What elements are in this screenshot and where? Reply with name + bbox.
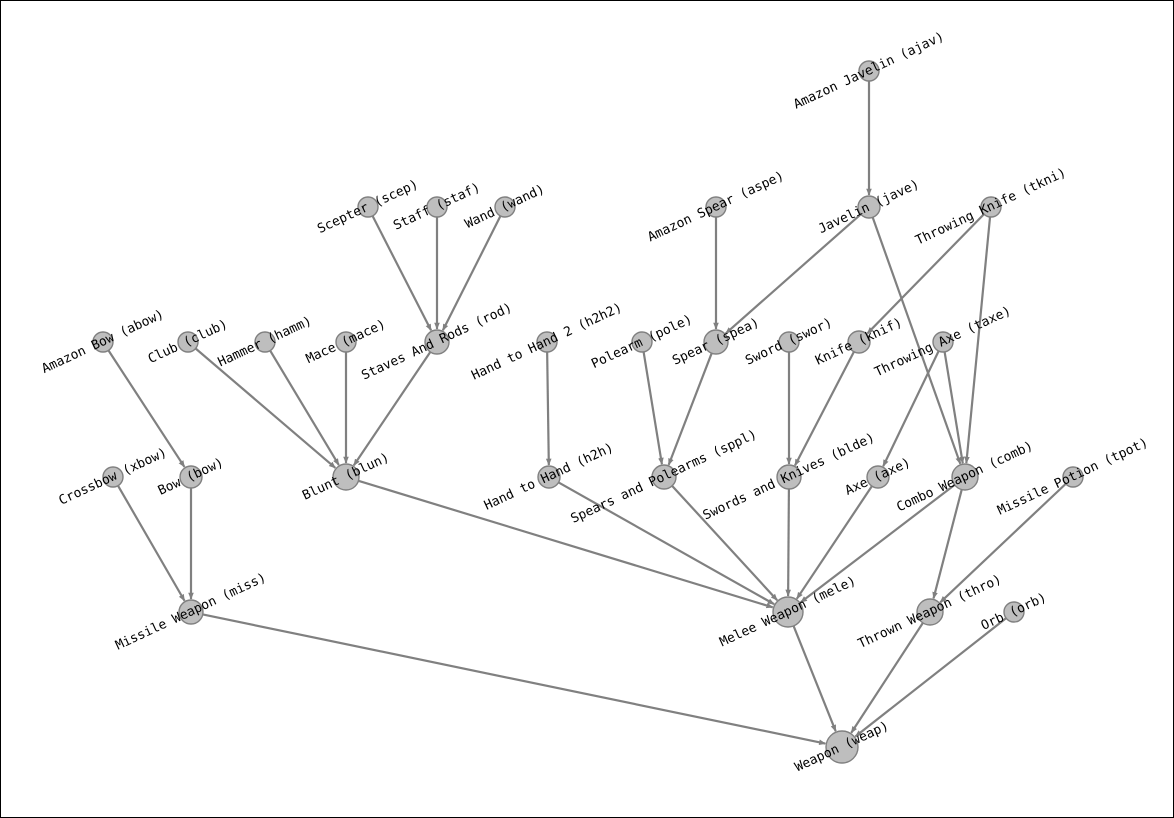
edge-pole-to-sppl bbox=[642, 351, 664, 465]
edge-wand-to-rod bbox=[441, 215, 502, 332]
node-spea bbox=[703, 329, 729, 355]
node-label-weap: Weapon (weap) bbox=[793, 719, 892, 776]
node-ajav bbox=[858, 60, 880, 82]
node-bow bbox=[179, 465, 203, 489]
node-label-abow: Amazon Bow (abow) bbox=[40, 307, 167, 377]
node-comb bbox=[951, 463, 979, 491]
node-rod bbox=[424, 329, 450, 355]
node-mace bbox=[335, 331, 357, 353]
node-taxe bbox=[932, 331, 954, 353]
edge-thro-to-weap bbox=[850, 622, 924, 734]
edge-scep-to-rod bbox=[371, 215, 433, 332]
node-staf bbox=[426, 196, 448, 218]
edge-taxe-to-axe bbox=[882, 350, 940, 467]
edge-xbow-to-miss bbox=[117, 485, 186, 602]
edge-comb-to-mele bbox=[800, 484, 956, 604]
node-aspe bbox=[705, 196, 727, 218]
edge-knif-to-blde bbox=[794, 351, 855, 467]
node-blun bbox=[332, 463, 360, 491]
edge-h2h-to-mele bbox=[558, 481, 775, 606]
edge-tkni-to-knif bbox=[866, 213, 985, 335]
node-label-taxe: Throwing Axe (taxe) bbox=[872, 304, 1013, 380]
node-label-axe: Axe (axe) bbox=[843, 455, 913, 498]
edge-sppl-to-mele bbox=[671, 485, 778, 601]
node-h2h bbox=[537, 465, 561, 489]
nodes-layer bbox=[92, 60, 1084, 764]
edge-orb-to-weap bbox=[854, 617, 1007, 738]
node-label-orb: Orb (orb) bbox=[979, 590, 1049, 633]
node-label-hamm: Hammer (hamm) bbox=[216, 314, 315, 371]
edge-h2h2-to-h2h bbox=[545, 351, 552, 466]
edge-blde-to-mele bbox=[785, 488, 791, 597]
node-mele bbox=[772, 596, 804, 628]
node-blde bbox=[776, 464, 802, 490]
edge-club-to-blun bbox=[194, 347, 337, 469]
node-orb bbox=[1003, 601, 1025, 623]
node-weap bbox=[825, 730, 859, 764]
node-tkni bbox=[980, 196, 1002, 218]
node-sppl bbox=[651, 464, 677, 490]
edge-comb-to-thro bbox=[932, 489, 963, 600]
labels-layer: Amazon Javelin (ajav)Scepter (scep)Staff… bbox=[40, 29, 1151, 775]
edge-mele-to-weap bbox=[792, 625, 837, 732]
edge-axe-to-mele bbox=[795, 485, 873, 600]
node-jave bbox=[857, 195, 881, 219]
node-wand bbox=[494, 196, 516, 218]
edge-abow-to-bow bbox=[107, 349, 186, 468]
node-club bbox=[177, 331, 199, 353]
node-h2h2 bbox=[536, 331, 558, 353]
node-label-tkni: Throwing Knife (tkni) bbox=[913, 165, 1068, 248]
node-hamm bbox=[254, 331, 276, 353]
node-knif bbox=[847, 330, 871, 354]
edge-tkni-to-comb bbox=[964, 216, 992, 464]
edge-jave-to-spea bbox=[725, 213, 862, 335]
node-swor bbox=[778, 331, 800, 353]
edge-hamm-to-blun bbox=[269, 350, 340, 466]
edge-miss-to-weap bbox=[202, 613, 827, 746]
edge-blun-to-mele bbox=[358, 479, 774, 609]
edge-jave-to-comb bbox=[871, 216, 962, 465]
node-scep bbox=[357, 196, 379, 218]
node-label-thro: Thrown Weapon (thro) bbox=[856, 572, 1004, 652]
edge-tpot-to-thro bbox=[939, 483, 1067, 604]
node-axe bbox=[866, 465, 890, 489]
node-abow bbox=[92, 331, 114, 353]
edges-layer bbox=[107, 81, 1067, 746]
node-thro bbox=[916, 598, 944, 626]
edge-rod-to-blun bbox=[352, 351, 432, 467]
edge-spea-to-sppl bbox=[667, 352, 713, 466]
node-pole bbox=[631, 331, 653, 353]
node-miss bbox=[178, 599, 204, 625]
edge-taxe-to-comb bbox=[943, 351, 965, 464]
node-tpot bbox=[1062, 466, 1084, 488]
node-xbow bbox=[102, 466, 124, 488]
node-label-xbow: Crossbow (xbow) bbox=[57, 445, 170, 508]
